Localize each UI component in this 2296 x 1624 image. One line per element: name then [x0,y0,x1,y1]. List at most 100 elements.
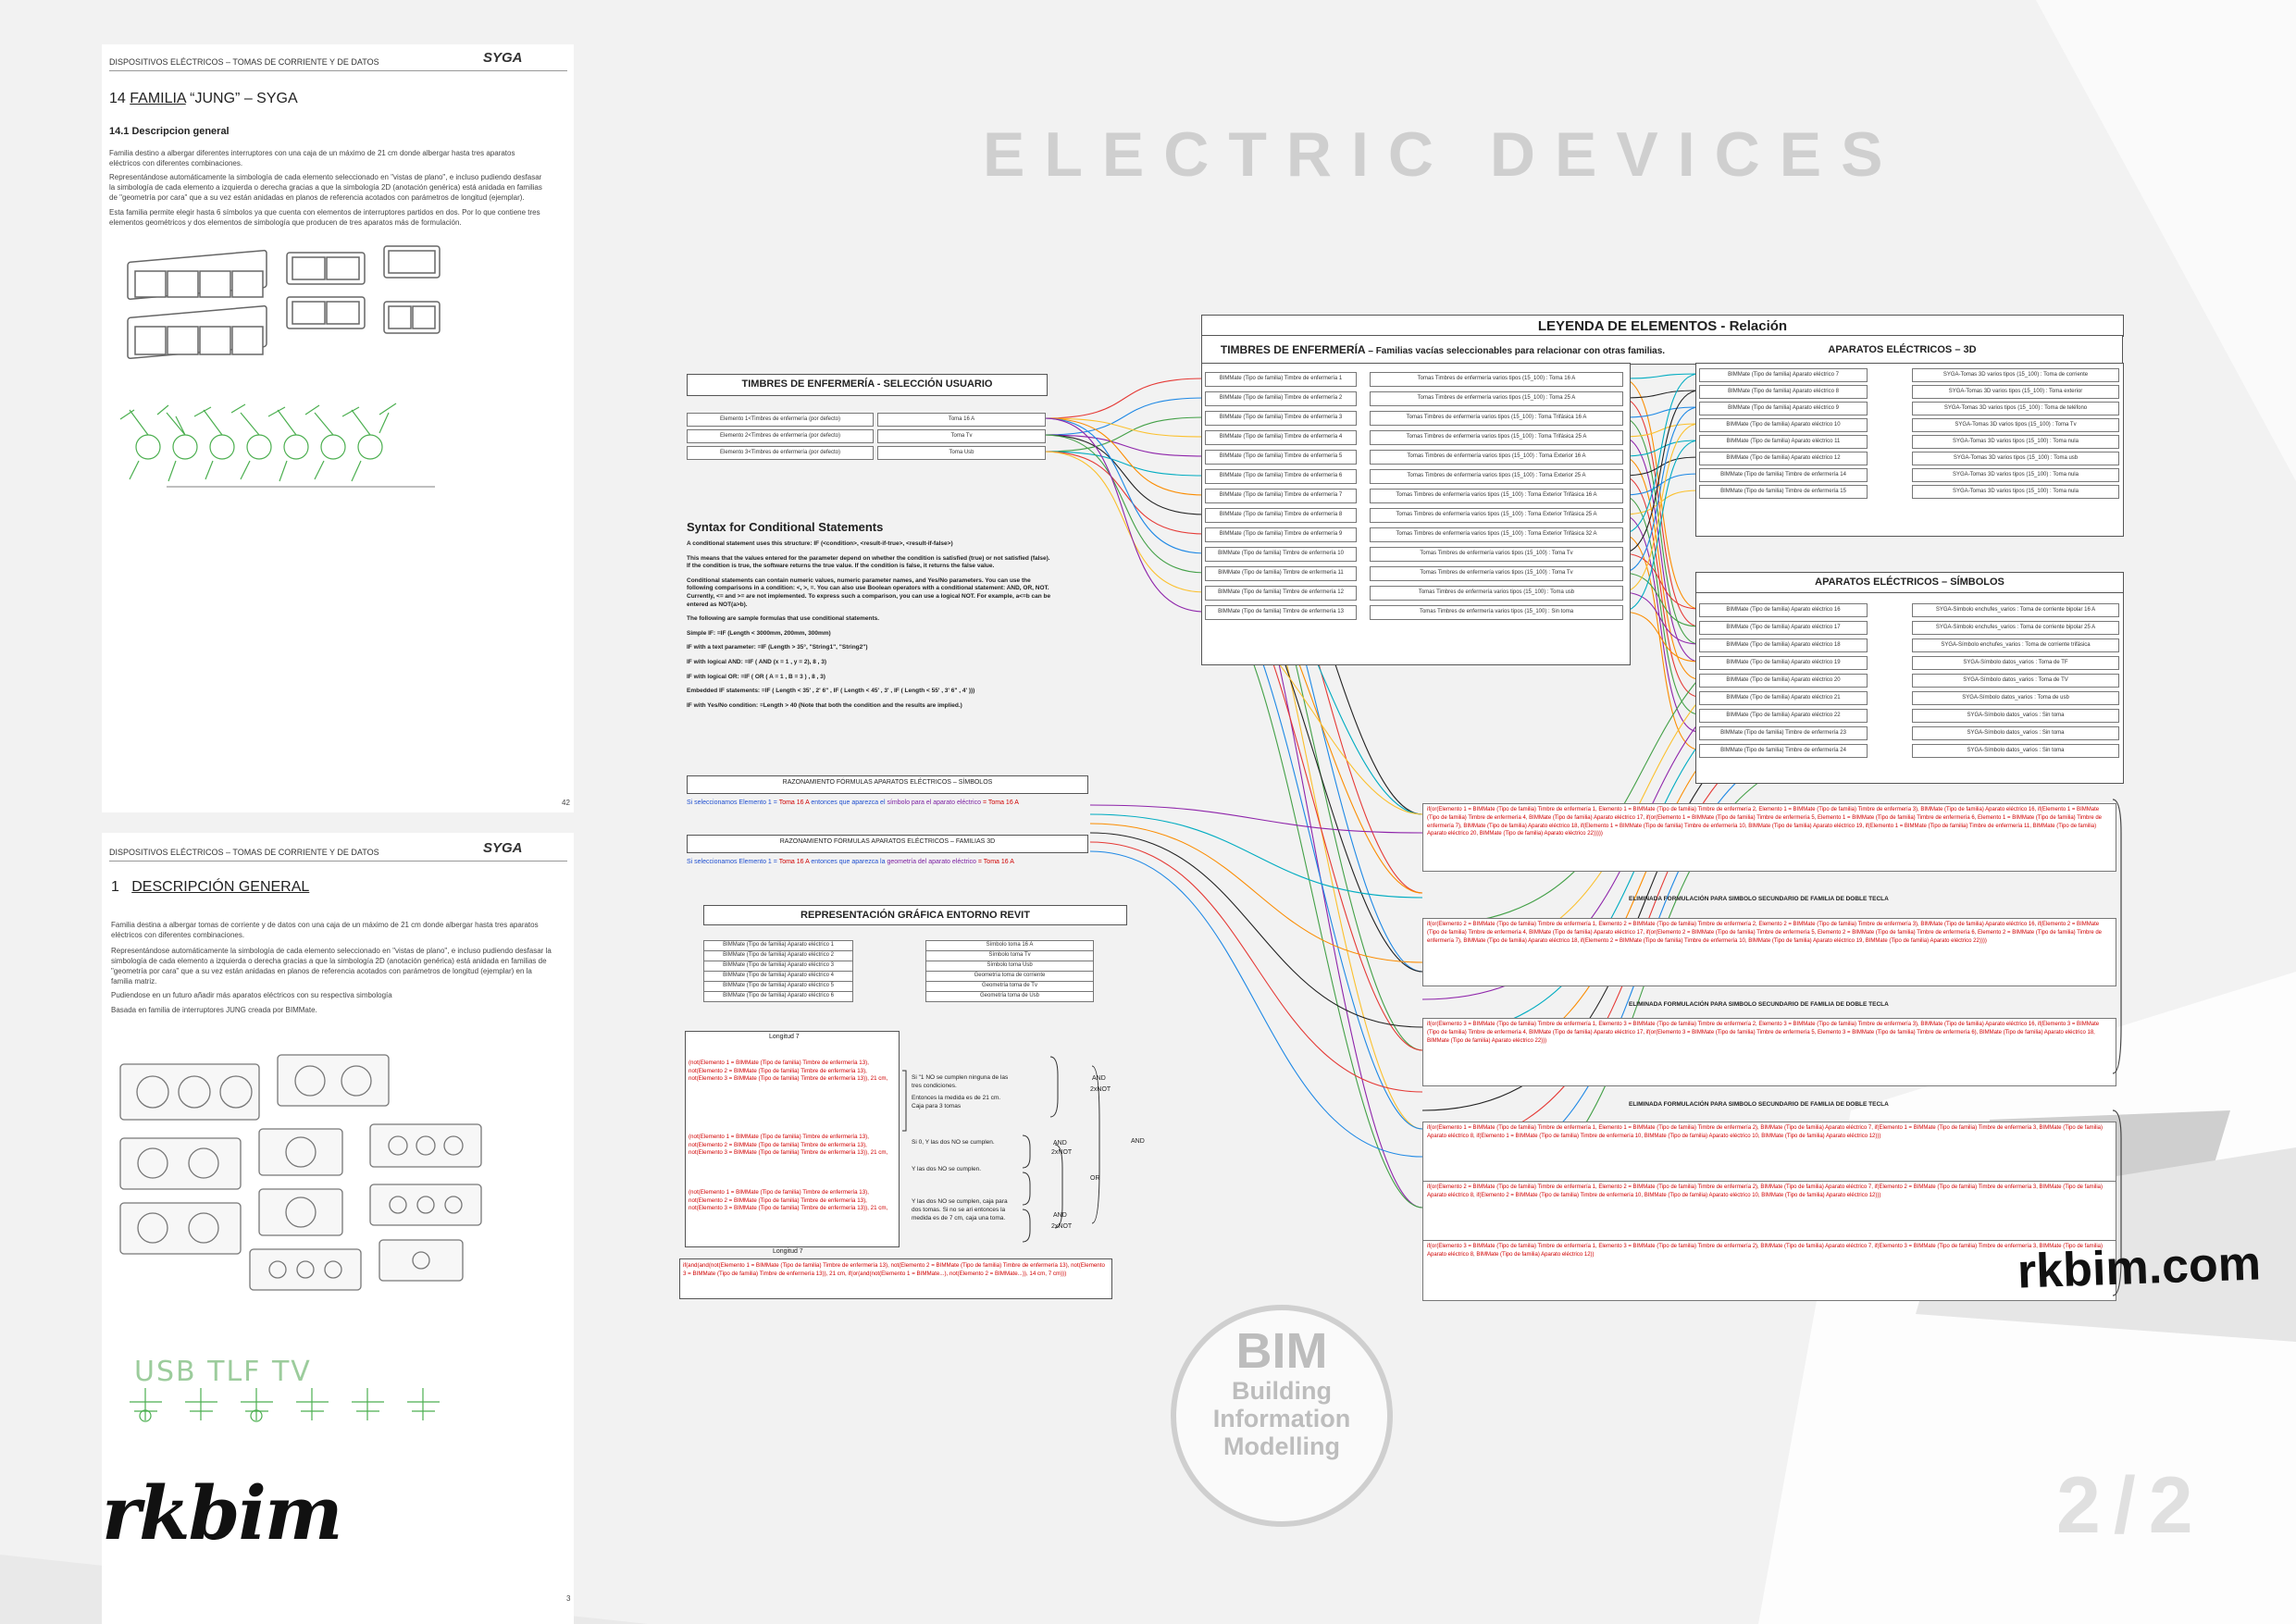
simbolo-right-cell: SYGA-Símbolo enchufes_varios : Toma de c… [1912,621,2119,635]
simbolo-left-cell: BIMMate (Tipo de familia) Aparato eléctr… [1699,621,1868,635]
relation-line [1620,378,1700,610]
relation-line [1043,417,1206,554]
page-number: 42 [562,799,570,807]
relation-line [1043,378,1206,419]
aparato3d-left-cell: BIMMate (Tipo de familia) Aparato eléctr… [1699,385,1868,399]
bim-badge-line: Information [1212,1405,1351,1432]
formula-braces [2112,799,2122,1296]
timbre-left-cell: BIMMate (Tipo de familia) Timbre de enfe… [1205,372,1357,387]
aparato3d-right-cell: SYGA-Tomas 3D varios tipos (15_100) : To… [1912,485,2119,499]
relation-line [1620,533,1700,750]
simbolo-right-cell: SYGA-Símbolo datos_varios : Sin toma [1912,744,2119,758]
text: entonces que aparezca la [809,859,887,865]
simbolo-left-cell: BIMMate (Tipo de familia) Aparato eléctr… [1699,709,1868,723]
timbre-left-cell: BIMMate (Tipo de familia) Timbre de enfe… [1205,430,1357,445]
syga-logo: SYGA [483,840,523,856]
syntax-line: IF with Yes/No condition: =Length > 40 (… [687,701,962,709]
simbolo-right-cell: SYGA-Símbolo enchufes_varios : Toma de c… [1912,603,2119,617]
timbre-left-cell: BIMMate (Tipo de familia) Timbre de enfe… [1205,605,1357,620]
relation-line [1043,417,1206,613]
simbolo-left-cell: BIMMate (Tipo de familia) Timbre de enfe… [1699,744,1868,758]
aparato3d-left-cell: BIMMate (Tipo de familia) Aparato eléctr… [1699,368,1868,382]
seleccion-value-cell: Toma Tv [877,429,1046,443]
legend-panel: LEYENDA DE ELEMENTOS - Relación [1201,315,2124,337]
timbre-right-cell: Tomas Timbres de enfermería varios tipos… [1370,547,1623,562]
header-divider [109,70,567,71]
document-page-1: DISPOSITIVOS ELÉCTRICOS – TOMAS DE CORRI… [102,44,574,812]
relation-line [1620,406,1700,418]
logic-conditions: Si "1 NO se cumplen ninguna de las tres … [912,1073,1013,1222]
relation-line [1620,406,1700,574]
switch-illustrations [119,245,441,488]
formula-caption: ELIMINADA FORMULACIÓN PARA SIMBOLO SECUN… [1629,1101,1889,1108]
section-14-title: 14 FAMILIA “JUNG” – SYGA [109,91,298,107]
logic-formula-text: (not(Elemento 1 = BIMMate (Tipo de famil… [689,1134,888,1156]
text: Si seleccionamos Elemento 1 = [687,800,779,806]
relation-line [1043,434,1206,457]
aparato3d-left-cell: BIMMate (Tipo de familia) Aparato eléctr… [1699,452,1868,465]
text: entonces que aparezca el [809,800,887,806]
timbre-left-cell: BIMMate (Tipo de familia) Timbre de enfe… [1205,469,1357,484]
relation-line [1620,423,1700,438]
relation-line [1620,423,1700,593]
relation-line [1620,416,1700,645]
timbre-right-cell: Tomas Timbres de enfermería varios tipos… [1370,489,1623,503]
formula-box: if(or(Elemento 1 = BIMMate (Tipo de fami… [1422,1122,2116,1183]
paragraph: Familia destino a albergar diferentes in… [109,149,515,167]
aparato3d-right-cell: SYGA-Tomas 3D varios tipos (15_100) : To… [1912,402,2119,415]
legend-sub-timbres: TIMBRES DE ENFERMERÍA – Familias vacías … [1201,335,1683,365]
relation-line [1620,440,1700,613]
seleccion-value-cell: Toma Usb [877,446,1046,460]
text: Si seleccionamos Elemento 1 = [687,859,779,865]
aparato3d-right-cell: SYGA-Tomas 3D varios tipos (15_100) : To… [1912,435,2119,449]
symbol-labels: USB TLF TV [134,1356,312,1388]
timbre-left-cell: BIMMate (Tipo de familia) Timbre de enfe… [1205,508,1357,523]
simbolo-left-cell: BIMMate (Tipo de familia) Aparato eléctr… [1699,674,1868,688]
simbolo-right-cell: SYGA-Símbolo enchufes_varios : Toma de c… [1912,638,2119,652]
website-label[interactable]: rkbim.com [2017,1236,2262,1299]
relation-line [1043,416,1206,452]
simbolos-title-box: APARATOS ELÉCTRICOS – SÍMBOLOS [1695,572,2124,594]
page-header-text: DISPOSITIVOS ELÉCTRICOS – TOMAS DE CORRI… [109,57,379,67]
or-label: OR [1090,1175,1100,1182]
syntax-line: IF with logical OR: =IF ( OR ( A = 1 , B… [687,673,825,680]
text: geometría del aparato eléctrico [887,859,976,865]
page-counter: 2/2 [2056,1461,2206,1550]
timbre-left-cell: BIMMate (Tipo de familia) Timbre de enfe… [1205,489,1357,503]
2xnot-label: 2xNOT [1051,1223,1073,1230]
text: símbolo para el aparato eléctrico [887,800,982,806]
formula-box: if(or(Elemento 2 = BIMMate (Tipo de fami… [1422,918,2116,986]
aparato3d-left-cell: BIMMate (Tipo de familia) Timbre de enfe… [1699,468,1868,482]
aparato3d-right-cell: SYGA-Tomas 3D varios tipos (15_100) : To… [1912,385,2119,399]
paragraph: Pudiendose en un futuro añadir más apara… [111,991,392,999]
logic-box-title: Longitud 7 [769,1034,800,1040]
text: = Toma 16 A [975,859,1014,865]
relation-line [1043,397,1206,436]
subsection-title: 14.1 Descripcion general [109,126,230,137]
aparato3d-left-cell: BIMMate (Tipo de familia) Aparato eléctr… [1699,418,1868,432]
relation-line [1620,475,1700,698]
relation-line [1620,390,1700,554]
main-title: ELECTRIC DEVICES [983,119,1903,190]
aparato3d-right-cell: SYGA-Tomas 3D varios tipos (15_100) : To… [1912,468,2119,482]
condition-3: Y las dos NO se cumplen. [912,1166,982,1172]
timbre-right-cell: Tomas Timbres de enfermería varios tipos… [1370,411,1623,426]
relation-line [1043,417,1206,438]
aparato3d-left-cell: BIMMate (Tipo de familia) Aparato eléctr… [1699,435,1868,449]
paragraph: Esta familia permite elegir hasta 6 símb… [109,208,540,227]
timbre-left-cell: BIMMate (Tipo de familia) Timbre de enfe… [1205,391,1357,406]
aparato3d-right-cell: SYGA-Tomas 3D varios tipos (15_100) : To… [1912,368,2119,382]
section-title-prefix: FAMILIA [130,91,186,106]
paragraph: Representándose automáticamente la simbo… [109,173,542,202]
formula-box: if(or(Elemento 3 = BIMMate (Tipo de fami… [1422,1240,2116,1301]
relation-line [1043,451,1206,593]
logic-bottom-formula: if(and(and(not(Elemento 1 = BIMMate (Tip… [683,1262,1105,1277]
timbre-right-cell: Tomas Timbres de enfermería varios tipos… [1370,605,1623,620]
text: Toma 16 A [778,859,810,865]
relation-line [1620,473,1700,496]
revit-title: REPRESENTACIÓN GRÁFICA ENTORNO REVIT [800,910,1030,921]
timbre-left-cell: BIMMate (Tipo de familia) Timbre de enfe… [1205,527,1357,542]
bim-badge-circle [1171,1305,1393,1527]
legend-title: LEYENDA DE ELEMENTOS - Relación [1537,318,1788,334]
aparato3d-right-cell: SYGA-Tomas 3D varios tipos (15_100) : To… [1912,418,2119,432]
